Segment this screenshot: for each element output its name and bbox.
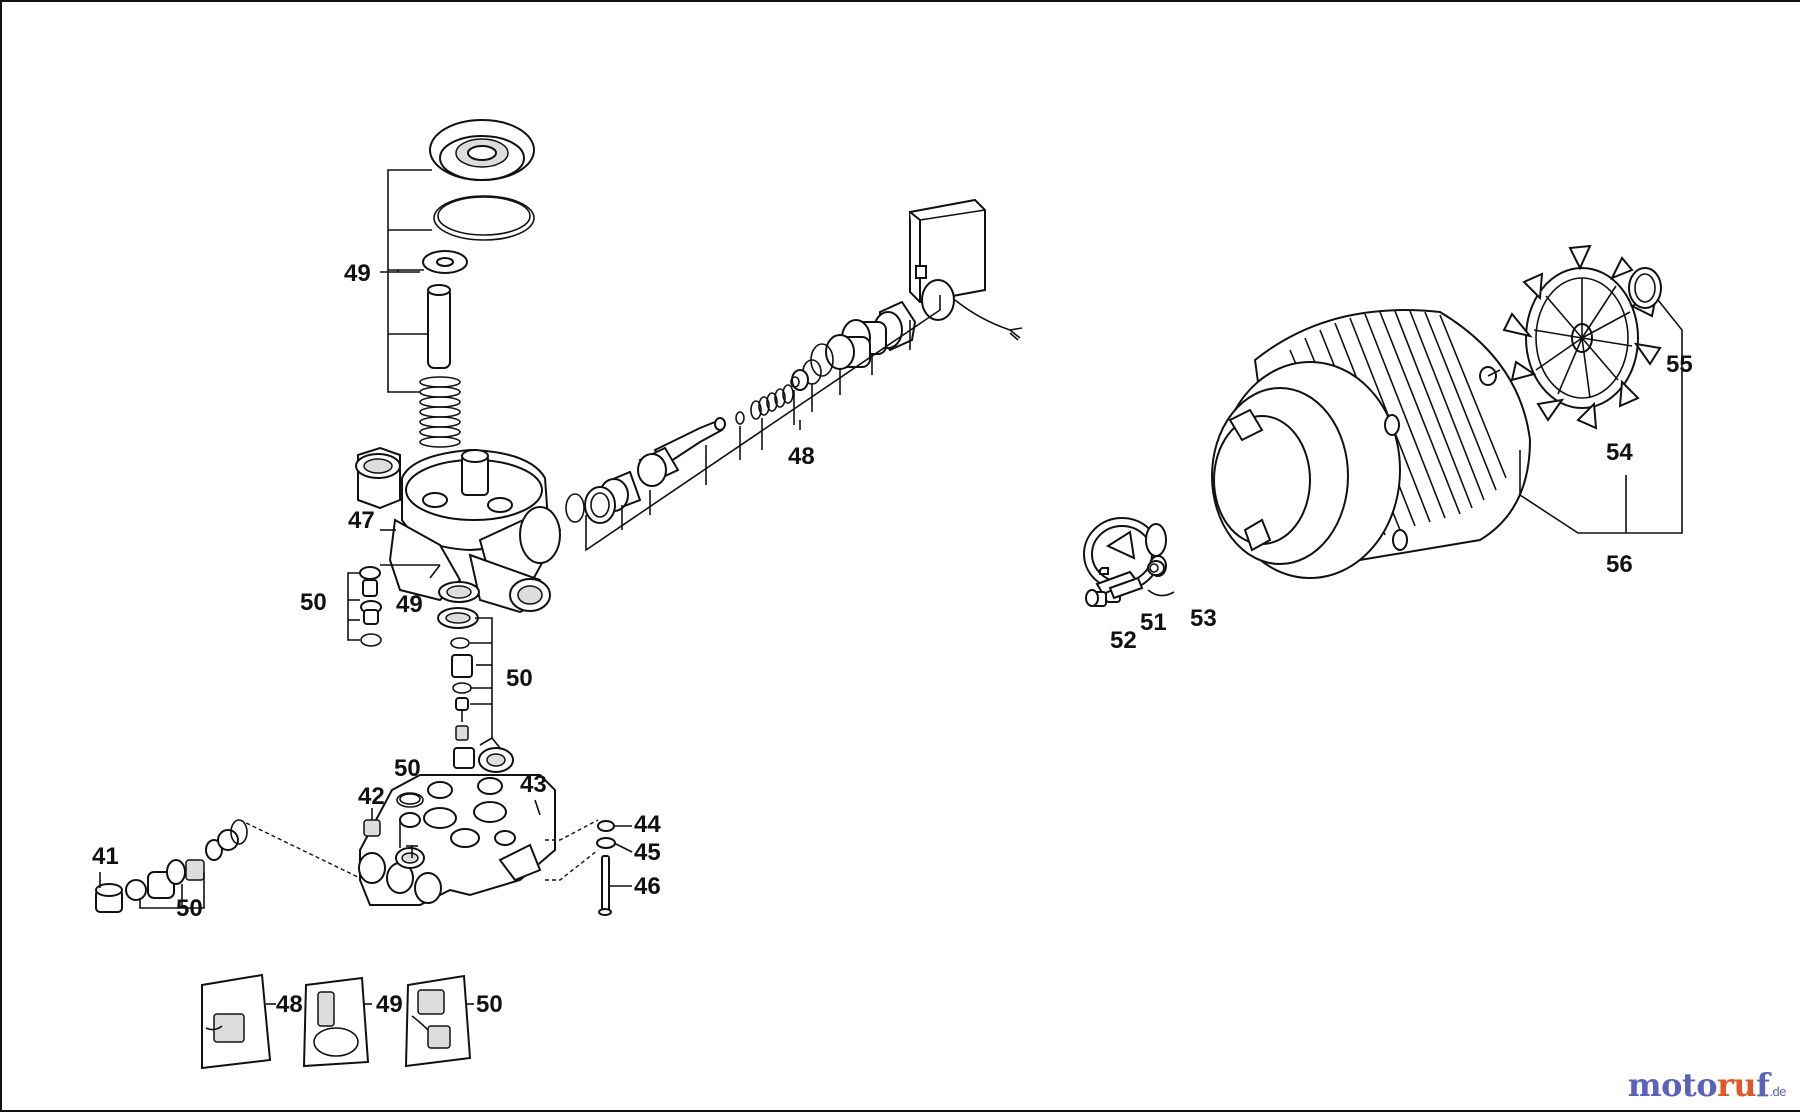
label-part-50-left: 50 bbox=[300, 589, 327, 616]
label-part-44: 44 bbox=[634, 811, 661, 838]
label-part-46: 46 bbox=[634, 873, 661, 900]
retaining-ring-55 bbox=[1628, 267, 1662, 309]
dashed-leader bbox=[239, 819, 361, 879]
label-part-43: 43 bbox=[520, 771, 547, 798]
cooling-fan bbox=[1502, 244, 1662, 430]
label-part-53: 53 bbox=[1190, 605, 1217, 632]
label-part-52: 52 bbox=[1110, 627, 1137, 654]
label-kit-50: 50 bbox=[476, 991, 503, 1018]
check-valve-left bbox=[347, 564, 441, 647]
label-kit-49: 49 bbox=[376, 991, 403, 1018]
kit-bag-50 bbox=[404, 974, 472, 1068]
bracket-56 bbox=[1519, 299, 1683, 534]
pump-head-body bbox=[355, 446, 562, 614]
unloader-valve-left bbox=[95, 819, 248, 913]
label-part-41: 41 bbox=[92, 843, 119, 870]
label-part-50-bottom: 50 bbox=[176, 895, 203, 922]
dashed-leader bbox=[545, 819, 599, 841]
pressure-switch-line bbox=[565, 198, 1023, 552]
label-part-54: 54 bbox=[1606, 439, 1633, 466]
bolt-group-44-46 bbox=[596, 820, 616, 916]
label-part-56: 56 bbox=[1606, 551, 1633, 578]
label-part-55: 55 bbox=[1666, 351, 1693, 378]
label-part-48: 48 bbox=[788, 443, 815, 470]
label-part-50-mid: 50 bbox=[506, 665, 533, 692]
label-part-49-top: 49 bbox=[344, 260, 371, 287]
valve-stack-center bbox=[437, 581, 514, 773]
valve-seal-stack bbox=[380, 119, 535, 448]
kit-bag-48 bbox=[201, 973, 272, 1070]
label-part-42: 42 bbox=[358, 783, 385, 810]
label-kit-48: 48 bbox=[276, 991, 303, 1018]
plug-42 bbox=[363, 808, 381, 837]
watermark-logo: motoruf.de bbox=[1627, 1066, 1787, 1104]
label-part-47: 47 bbox=[348, 507, 375, 534]
label-part-45: 45 bbox=[634, 839, 661, 866]
label-part-51: 51 bbox=[1140, 609, 1167, 636]
o-ring-inner bbox=[399, 793, 421, 805]
dashed-leader bbox=[545, 849, 599, 881]
kit-bag-49 bbox=[302, 976, 370, 1068]
o-ring bbox=[396, 792, 424, 808]
label-part-50-small: 50 bbox=[394, 755, 421, 782]
electric-motor bbox=[1211, 309, 1532, 579]
label-part-49-mid: 49 bbox=[396, 591, 423, 618]
mount-bolt-group bbox=[1083, 517, 1175, 607]
